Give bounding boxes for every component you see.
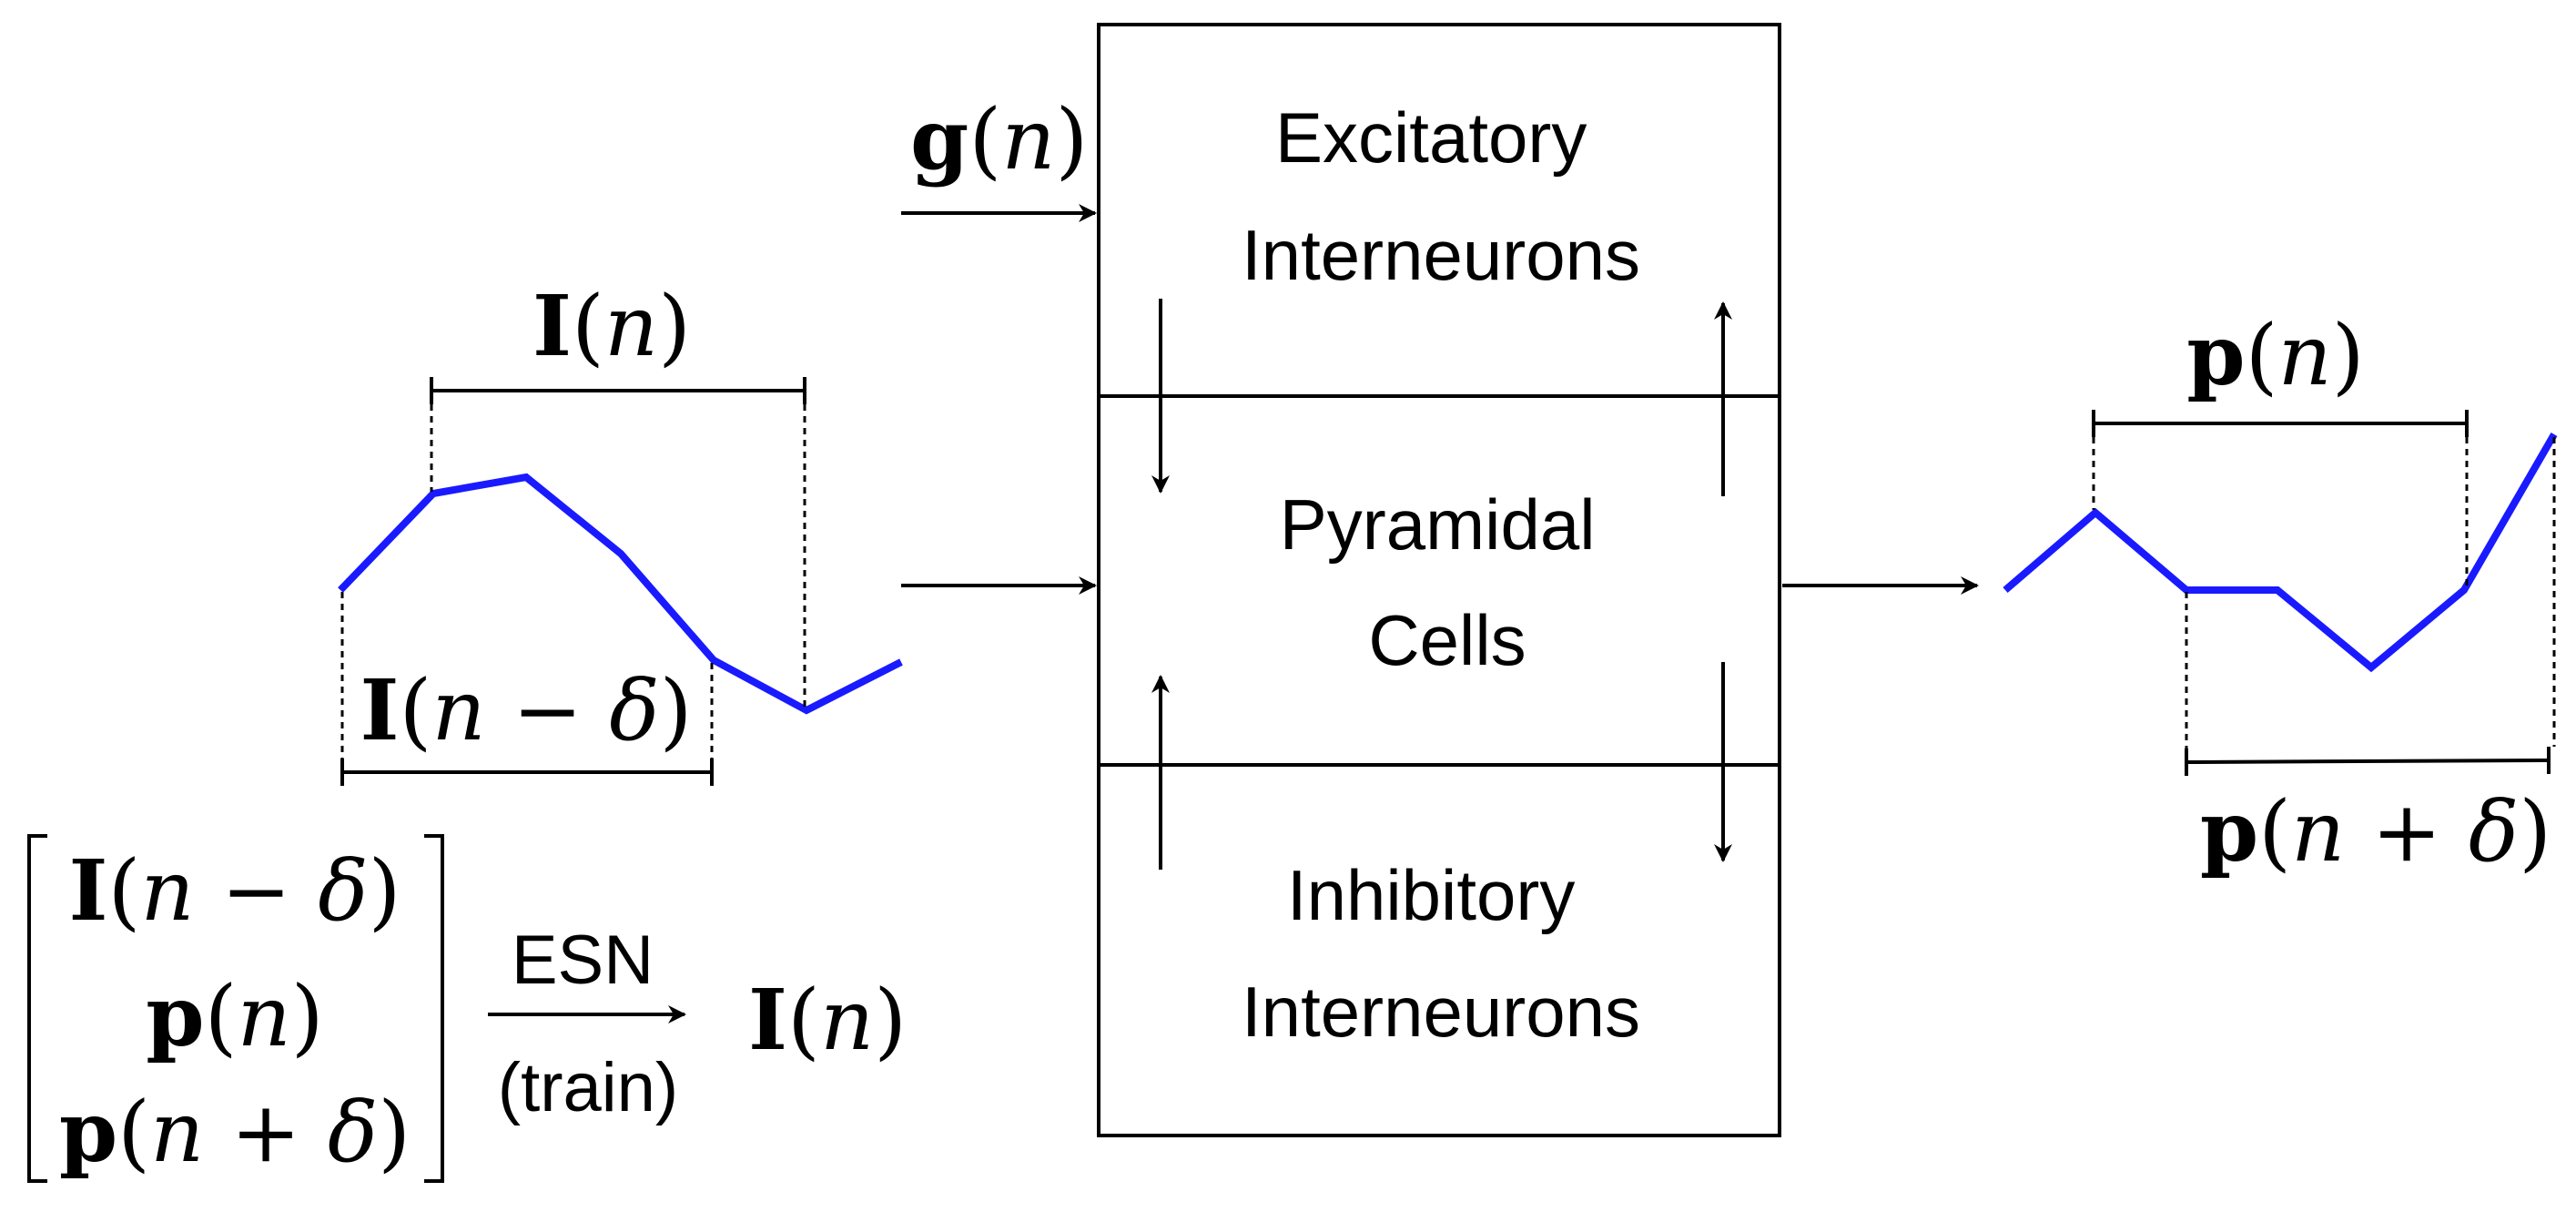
output-advanced-arg: n	[2291, 783, 2345, 881]
pyramidal-line1: Pyramidal	[1280, 484, 1596, 565]
output-window-close: )	[2332, 307, 2365, 404]
v3-delta: δ	[328, 1084, 378, 1181]
esn-equation: I(n − δ) p(n) p(n + δ) ESN (train) I(n)	[27, 834, 907, 1183]
input-window-open: (	[572, 278, 604, 375]
v3-arg: n	[150, 1084, 204, 1181]
g-close: )	[1056, 91, 1089, 188]
output-signal-group: p(n) p(n + δ)	[1782, 306, 2558, 881]
v2-arg: n	[238, 968, 291, 1065]
v3-op: +	[204, 1084, 328, 1181]
excitatory-line1: Excitatory	[1275, 97, 1587, 178]
input-delayed-open: (	[400, 662, 432, 759]
output-window-open: (	[2246, 307, 2278, 404]
v2-open: (	[205, 968, 238, 1065]
esn-result: I(n)	[748, 971, 907, 1069]
v3-symbol: p	[59, 1083, 117, 1181]
v1-symbol: I	[68, 841, 107, 940]
model-block: Excitatory Interneurons Pyramidal Cells …	[1097, 23, 1781, 1137]
output-advanced-delta: δ	[2469, 783, 2519, 881]
right-bracket	[424, 834, 444, 1183]
input-delayed-close: )	[660, 662, 693, 759]
v2-close: )	[291, 968, 324, 1065]
v1-close: )	[369, 842, 401, 940]
result-symbol: I	[748, 971, 787, 1069]
output-window-symbol: p	[2186, 306, 2245, 404]
pyramidal-label: Pyramidal Cells	[1280, 484, 1615, 680]
input-delayed-op: −	[486, 662, 610, 759]
model-block-border	[1097, 23, 1781, 1137]
excitatory-line2: Interneurons	[1242, 215, 1640, 295]
inhibitory-label: Inhibitory Interneurons	[1242, 855, 1640, 1052]
vector-entry-2: p(n)	[146, 967, 323, 1065]
output-advanced-label: p(n + δ)	[2200, 782, 2551, 881]
result-close: )	[874, 972, 907, 1069]
inhibitory-line2: Interneurons	[1242, 972, 1640, 1052]
result-arg: n	[820, 972, 874, 1069]
input-window-close: )	[658, 278, 691, 375]
inhibitory-line1: Inhibitory	[1287, 855, 1576, 935]
left-bracket	[27, 834, 47, 1183]
output-advanced-op: +	[2345, 783, 2469, 881]
vector-entry-1: I(n − δ)	[68, 841, 401, 940]
input-window-symbol: I	[532, 277, 572, 375]
v1-open: (	[108, 842, 141, 940]
output-window-arg: n	[2278, 307, 2332, 404]
result-open: (	[787, 972, 820, 1069]
g-arg: n	[1001, 91, 1055, 188]
input-window-label: I(n)	[532, 277, 691, 375]
esn-arrow-sublabel: (train)	[498, 1049, 678, 1126]
g-symbol: g	[910, 90, 969, 188]
vector-entry-3: p(n + δ)	[59, 1083, 411, 1181]
advance-bracket-out	[2186, 759, 2550, 764]
input-delayed-label: I(n − δ)	[360, 661, 692, 759]
v1-op: −	[195, 842, 319, 940]
input-signal-trace	[338, 473, 903, 715]
input-delayed-arg: n	[431, 662, 485, 759]
output-advanced-close: )	[2519, 783, 2551, 881]
input-delayed-symbol: I	[360, 661, 399, 759]
input-window-arg: n	[604, 278, 658, 375]
output-advanced-symbol: p	[2200, 782, 2258, 881]
v1-arg: n	[140, 842, 194, 940]
input-signal-group: I(n) I(n − δ)	[338, 277, 1097, 786]
g-open: (	[969, 91, 1001, 188]
input-delayed-delta: δ	[609, 662, 659, 759]
output-advanced-open: (	[2258, 783, 2291, 881]
v3-open: (	[117, 1084, 150, 1181]
g-input-label: g(n)	[910, 90, 1088, 188]
esn-arrow-label: ESN	[512, 922, 654, 999]
v1-delta: δ	[318, 842, 368, 940]
v2-symbol: p	[146, 967, 204, 1065]
output-window-label: p(n)	[2186, 306, 2364, 404]
pyramidal-line2: Cells	[1368, 600, 1526, 680]
excitatory-label: Excitatory Interneurons	[1242, 97, 1640, 295]
v3-close: )	[378, 1084, 411, 1181]
output-signal-trace	[2003, 432, 2558, 673]
